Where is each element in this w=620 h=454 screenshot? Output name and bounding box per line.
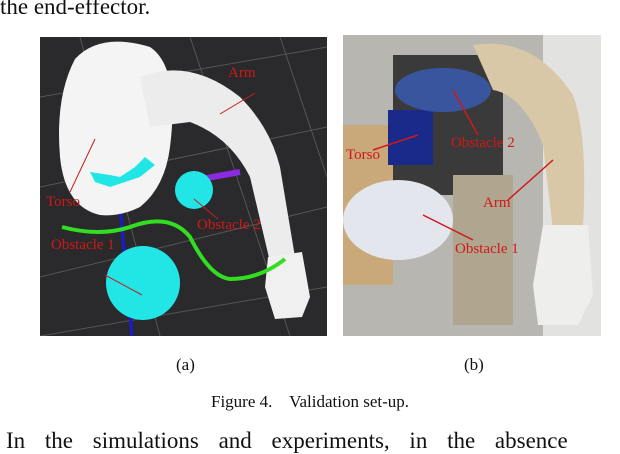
annotation-torso: Torso [46,194,80,210]
obstacle-1-sphere [106,246,180,320]
annotation-torso: Torso [346,147,380,163]
arm-model [140,70,295,262]
robot-photo-render [343,35,601,336]
subfigure-label-a: (a) [176,355,195,374]
obstacle-2-sphere [175,171,213,209]
hand-model [265,252,310,319]
annotation-obstacle-1: Obstacle 1 [51,237,115,253]
annotation-obstacle-2: Obstacle 2 [451,135,515,151]
annotation-obstacle-2: Obstacle 2 [197,217,261,233]
body-text-top: the end-effector. [0,0,151,19]
annotation-obstacle-1: Obstacle 1 [455,241,519,257]
body-text-bottom: In the simulations and experiments, in t… [6,428,568,453]
torso-model [59,41,173,216]
subfigure-label-b: (b) [464,355,484,374]
annotation-arm: Arm [483,195,511,211]
robot-photo: Torso Obstacle 2 Arm Obstacle 1 [343,35,601,336]
trajectory-line [61,219,287,282]
annotation-arm: Arm [228,65,256,81]
simulation-render [40,37,327,336]
simulation-image: Arm Torso Obstacle 2 Obstacle 1 [40,37,327,336]
figure-caption: Figure 4. Validation set-up. [211,392,409,411]
